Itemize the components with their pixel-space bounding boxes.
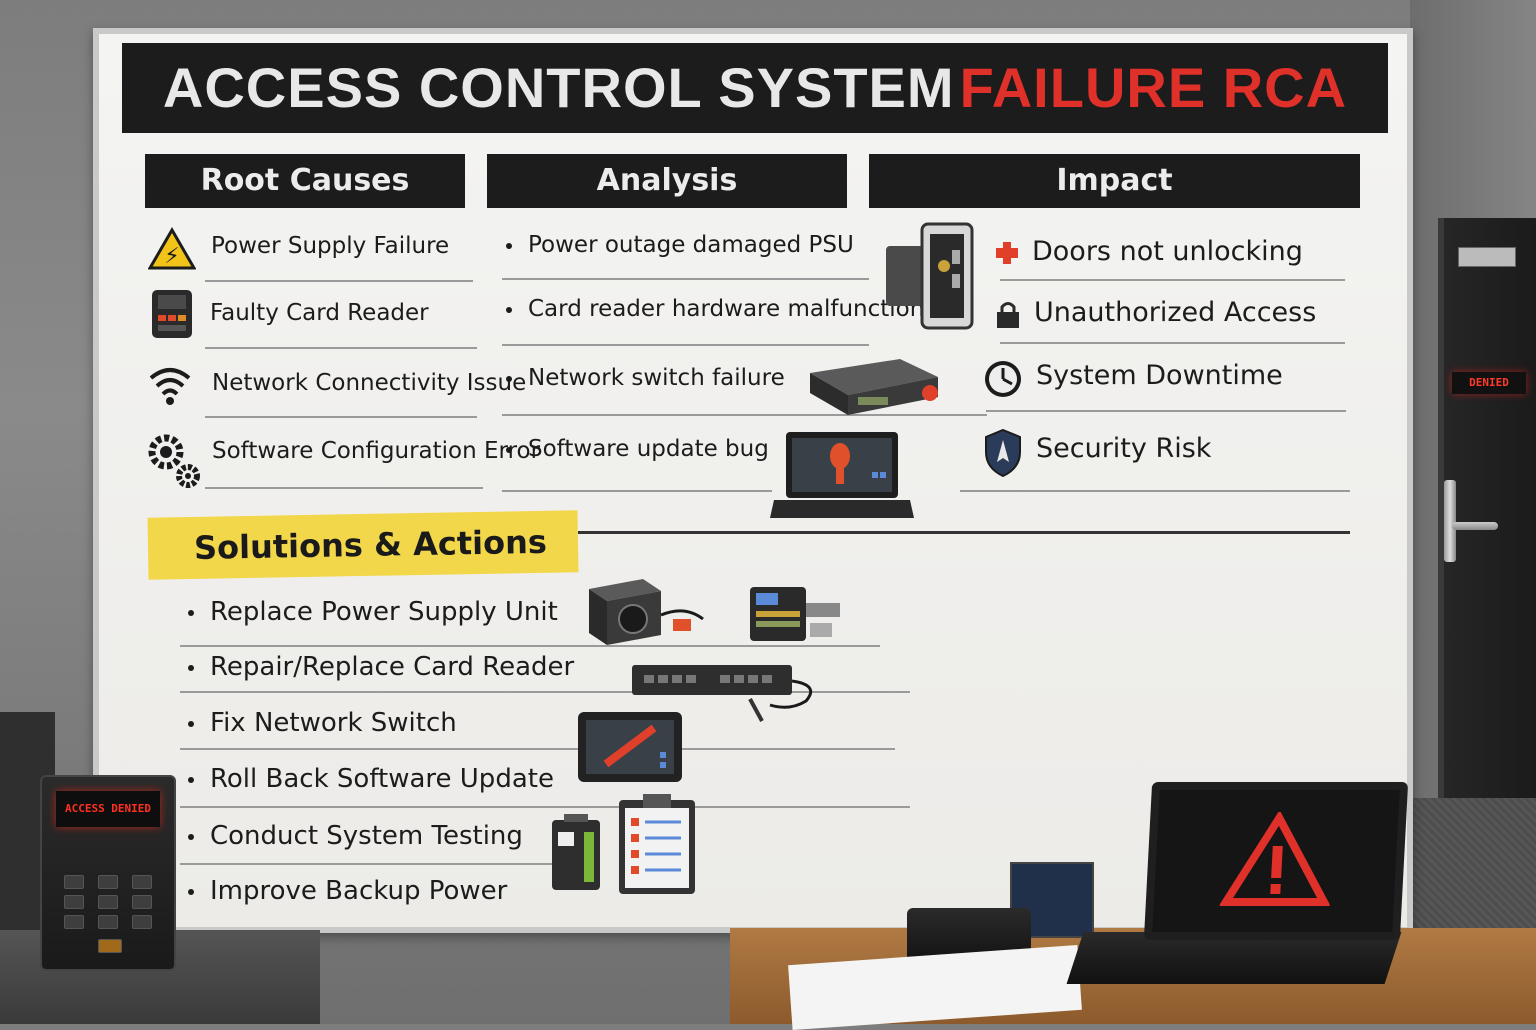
divider	[502, 490, 772, 492]
battery-icon	[552, 814, 600, 890]
divider	[180, 806, 910, 808]
root-cause-item: Power Supply Failure	[211, 233, 450, 259]
bullet	[188, 776, 194, 783]
solution-item: Replace Power Supply Unit	[188, 597, 558, 627]
laptop-screen	[1143, 782, 1409, 940]
bullet	[506, 242, 512, 249]
analysis-item-label: Network switch failure	[528, 365, 785, 391]
analysis-item: Network switch failure	[506, 365, 785, 391]
bullet	[188, 833, 194, 840]
solutions-header: Solutions & Actions	[147, 510, 579, 580]
impact-item: Doors not unlocking	[1032, 236, 1303, 267]
divider	[960, 490, 1350, 492]
solution-item: Improve Backup Power	[188, 876, 507, 906]
solution-item-label: Conduct System Testing	[210, 821, 523, 851]
divider	[180, 863, 560, 865]
divider	[205, 280, 473, 282]
card-reader-device-icon	[750, 587, 840, 641]
keypad-display: ACCESS DENIED	[56, 791, 160, 827]
analysis-item-label: Software update bug	[528, 436, 769, 462]
root-cause-item: Faulty Card Reader	[210, 300, 429, 326]
psu-device-icon	[886, 222, 974, 330]
door-sign	[1458, 247, 1516, 267]
bullet	[506, 306, 512, 313]
wifi-icon	[149, 368, 191, 405]
solution-item: Fix Network Switch	[188, 708, 457, 738]
analysis-item: Software update bug	[506, 436, 769, 462]
divider	[1000, 342, 1345, 344]
impact-item: Security Risk	[1036, 433, 1212, 464]
clipboard-checklist-icon	[619, 794, 695, 894]
divider	[502, 414, 987, 416]
divider	[180, 691, 910, 693]
keypad-key	[98, 915, 118, 929]
bullet	[506, 446, 512, 453]
divider	[180, 748, 895, 750]
power-supply-unit-icon	[589, 579, 704, 645]
solution-item: Roll Back Software Update	[188, 764, 554, 794]
impact-header: Impact	[869, 154, 1360, 208]
root-causes-header: Root Causes	[145, 154, 465, 208]
door-access-display: DENIED	[1452, 372, 1526, 394]
section-divider	[578, 531, 1350, 534]
shield-icon	[985, 428, 1021, 478]
divider	[502, 344, 869, 346]
analysis-header: Analysis	[487, 154, 847, 208]
tablet-repair-icon	[578, 712, 682, 782]
divider	[502, 278, 869, 280]
keypad-key	[132, 875, 152, 889]
card-reader-icon	[152, 290, 192, 338]
divider	[205, 487, 483, 489]
title-bar: ACCESS CONTROL SYSTEM FAILURE RCA	[122, 43, 1388, 133]
clock-icon	[985, 361, 1021, 397]
bullet	[188, 664, 194, 671]
warning-icon: ⚡	[148, 227, 196, 270]
divider	[180, 645, 880, 647]
analysis-item: Card reader hardware malfunction	[506, 296, 924, 322]
keypad-key	[64, 895, 84, 909]
door-handle	[1444, 480, 1456, 562]
impact-item: Unauthorized Access	[1034, 297, 1317, 328]
keypad-key	[64, 915, 84, 929]
keypad-key	[132, 895, 152, 909]
access-keypad: ACCESS DENIED	[40, 775, 176, 971]
network-switch-icon	[810, 359, 938, 415]
divider	[205, 347, 477, 349]
alert-warning-icon	[1219, 812, 1331, 906]
solution-item: Repair/Replace Card Reader	[188, 652, 574, 682]
keypad-key	[132, 915, 152, 929]
laptop-bug-icon	[770, 432, 914, 518]
bullet	[188, 720, 194, 727]
svg-text:⚡: ⚡	[164, 244, 179, 269]
analysis-item: Power outage damaged PSU	[506, 232, 854, 258]
door-icon	[996, 242, 1018, 264]
lock-icon	[997, 302, 1019, 328]
network-switch-device-icon	[632, 665, 813, 722]
solution-item-label: Replace Power Supply Unit	[210, 597, 558, 627]
solution-item-label: Roll Back Software Update	[210, 764, 554, 794]
bullet	[506, 375, 512, 382]
root-cause-item: Network Connectivity Issue	[212, 370, 527, 396]
impact-item: System Downtime	[1036, 360, 1283, 391]
divider	[986, 410, 1346, 412]
solution-item-label: Fix Network Switch	[210, 708, 457, 738]
keypad-key	[64, 875, 84, 889]
gears-icon	[148, 434, 200, 488]
solution-item-label: Repair/Replace Card Reader	[210, 652, 575, 682]
title-main: ACCESS CONTROL SYSTEM	[162, 56, 955, 119]
keypad-key	[98, 895, 118, 909]
divider	[1000, 279, 1345, 281]
analysis-item-label: Card reader hardware malfunction	[528, 296, 925, 322]
bullet	[188, 609, 194, 616]
solution-item-label: Improve Backup Power	[210, 876, 508, 906]
solution-item: Conduct System Testing	[188, 821, 523, 851]
title-highlight: FAILURE RCA	[959, 56, 1348, 119]
keypad-indicator	[98, 939, 122, 953]
bullet	[188, 888, 194, 895]
keypad-key	[98, 875, 118, 889]
door-lever	[1452, 522, 1498, 530]
root-cause-item: Software Configuration Error	[212, 438, 541, 464]
analysis-item-label: Power outage damaged PSU	[528, 232, 854, 258]
divider	[205, 416, 477, 418]
